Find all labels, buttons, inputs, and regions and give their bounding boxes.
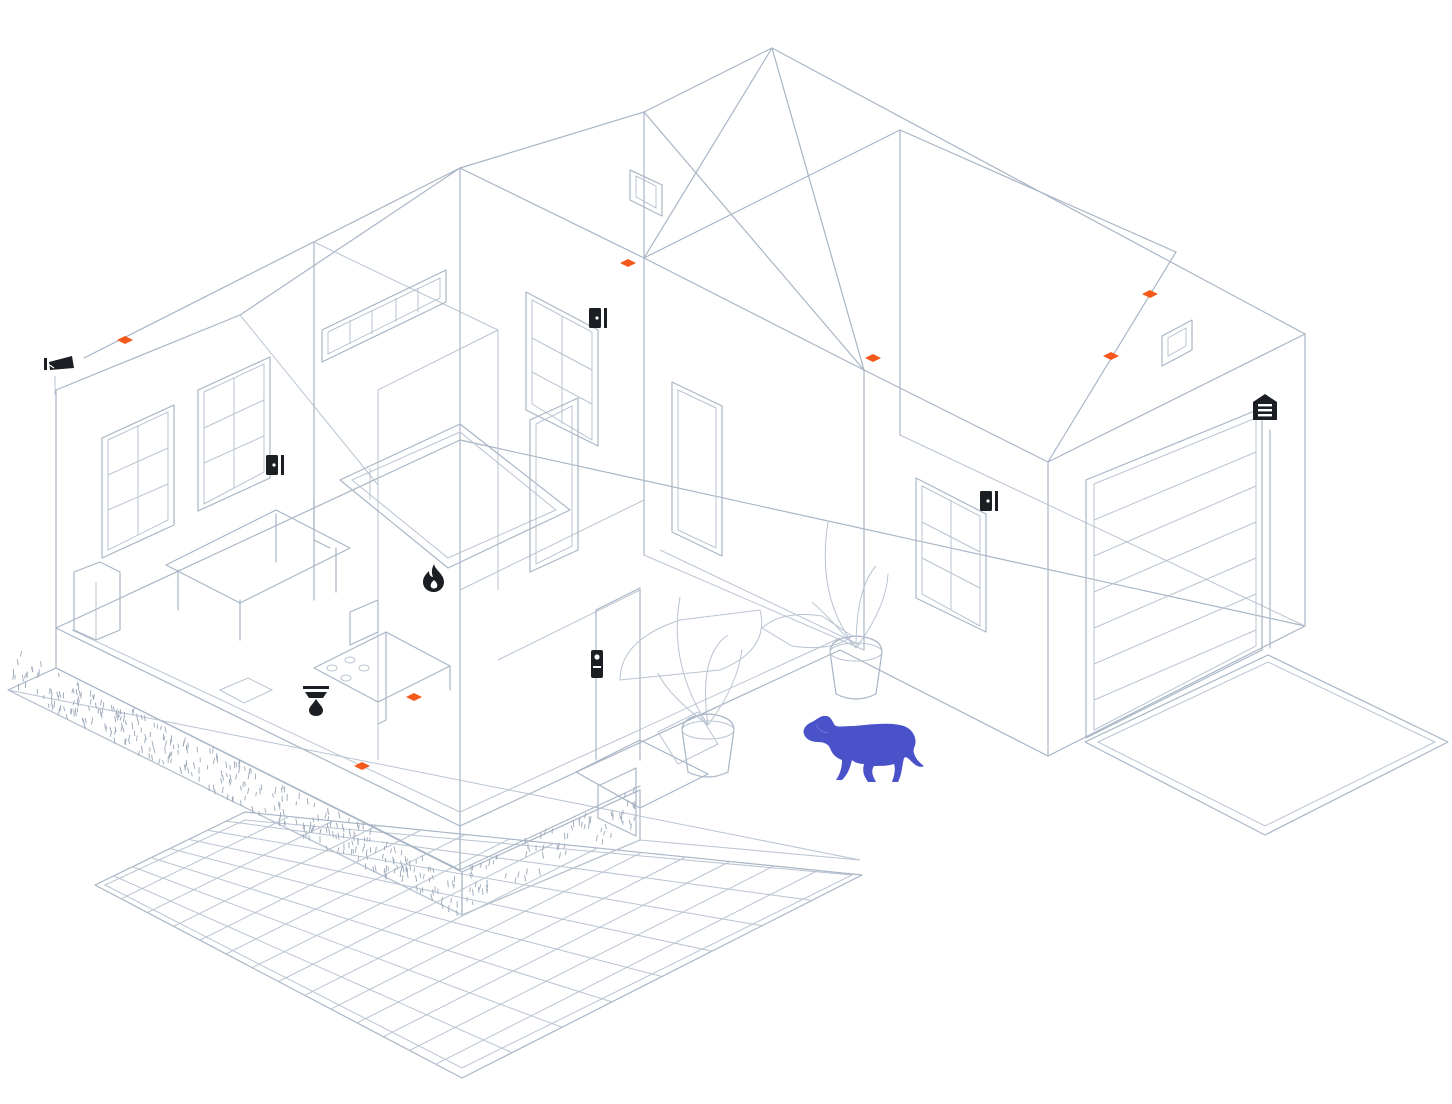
door-sensor-icon[interactable] <box>589 308 607 328</box>
smoke-fire-alarm-icon[interactable] <box>423 564 444 592</box>
center-wing <box>459 47 1306 651</box>
house-foundation <box>55 439 1306 871</box>
attic-vent-right <box>1161 319 1193 367</box>
garage-door <box>1085 407 1271 739</box>
motion-sensor-marker[interactable] <box>117 336 133 344</box>
motion-sensor-marker[interactable] <box>354 762 370 770</box>
bed <box>313 423 571 569</box>
smart-doorbell-icon[interactable] <box>591 650 603 678</box>
grass-strip <box>7 650 861 917</box>
door-sensor-icon[interactable] <box>266 455 284 475</box>
potted-plant-left <box>657 596 743 778</box>
motion-sensor-marker[interactable] <box>865 354 881 362</box>
patio-paving-grid <box>94 811 863 1079</box>
water-leak-sensor-icon[interactable] <box>303 686 329 716</box>
attic-vent-left <box>629 169 663 217</box>
interior-door <box>529 397 579 573</box>
window-left-1 <box>101 404 175 559</box>
dining-table <box>165 509 351 641</box>
side-cabinet <box>73 561 121 641</box>
door-sensor-icon[interactable] <box>980 491 998 511</box>
potted-plant-right <box>811 521 889 700</box>
window-transom <box>321 269 447 363</box>
motion-sensor-markers <box>117 259 1158 770</box>
dog-icon <box>803 715 924 782</box>
window-center <box>525 291 599 447</box>
motion-sensor-marker[interactable] <box>406 693 422 701</box>
window-right <box>915 477 987 633</box>
motion-sensor-marker[interactable] <box>1103 352 1119 360</box>
motion-sensor-marker[interactable] <box>1142 290 1158 298</box>
doorway-right <box>671 381 723 557</box>
right-wing <box>863 251 1306 757</box>
driveway-slab <box>1084 654 1449 836</box>
kitchen-counter <box>313 599 451 725</box>
outdoor-camera-icon[interactable] <box>44 356 74 370</box>
garage-door-icon[interactable] <box>1253 394 1277 420</box>
window-left-2 <box>197 356 271 512</box>
motion-sensor-marker[interactable] <box>620 259 636 267</box>
left-wing <box>55 167 571 871</box>
